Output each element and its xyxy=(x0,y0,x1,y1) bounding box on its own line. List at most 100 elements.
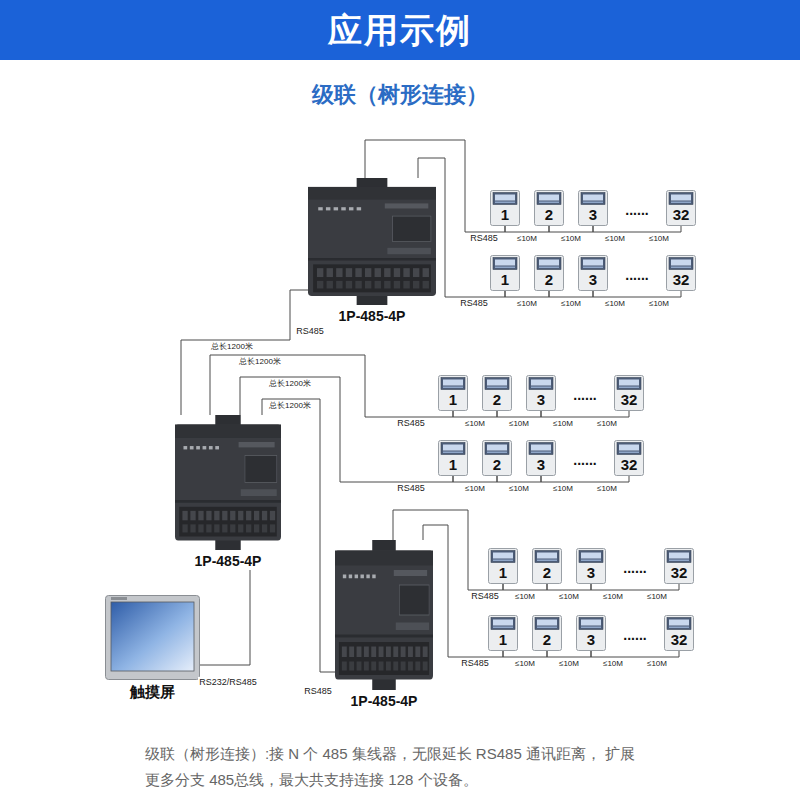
terminal-slot xyxy=(364,662,369,671)
device-screen-strip xyxy=(583,202,603,204)
device-screen xyxy=(493,553,513,559)
connector-label: ≤10M xyxy=(508,419,530,428)
ellipsis-mark: ...... xyxy=(572,452,597,468)
distance-label: ≤10M xyxy=(596,419,618,428)
connector-label-box: ≤10M xyxy=(552,412,574,430)
screen-bezel xyxy=(106,596,200,680)
device-casing xyxy=(527,441,556,476)
meter-device: 32 xyxy=(614,440,644,476)
terminal-slot xyxy=(190,511,195,520)
device-screen xyxy=(531,380,551,386)
connector-label-box: ≤10M xyxy=(602,585,624,603)
device-number: 2 xyxy=(493,391,501,409)
terminal-slot xyxy=(357,662,362,671)
device-screen xyxy=(619,380,639,386)
device-screen xyxy=(493,620,513,626)
device-casing xyxy=(533,616,562,651)
device-number: 3 xyxy=(587,631,595,649)
terminal-slot xyxy=(198,511,203,520)
terminal-slot xyxy=(262,524,267,532)
meter-device: 32 xyxy=(666,190,696,226)
connector-line xyxy=(547,584,591,590)
terminal-slot xyxy=(317,281,323,289)
terminal-slot xyxy=(379,647,384,658)
device-casing xyxy=(665,549,694,584)
device-number: 1 xyxy=(501,271,509,289)
device-screen-strip xyxy=(583,267,603,269)
connector-label: ≤10M xyxy=(552,484,574,493)
module-led xyxy=(360,575,363,579)
terminal-slot xyxy=(371,662,376,671)
connector-label: ≤10M xyxy=(558,592,580,601)
module-name: 1P-485-4P xyxy=(351,692,418,710)
connector-label-box: ≤10M xyxy=(602,652,624,670)
device-screen-strip xyxy=(537,627,557,629)
connector-label-box: ≤10M xyxy=(558,585,580,603)
device-casing xyxy=(535,191,564,226)
device-screen-strip xyxy=(539,267,559,269)
device-screen-frame xyxy=(617,443,641,455)
terminal-slot xyxy=(336,268,342,277)
device-number: 1 xyxy=(499,631,507,649)
meter-device: 3 xyxy=(576,615,606,651)
meter-device: 1 xyxy=(490,190,520,226)
device-screen xyxy=(581,553,601,559)
device-casing xyxy=(577,549,606,584)
terminal-slot xyxy=(270,524,275,532)
device-screen xyxy=(671,195,691,201)
module-led xyxy=(326,207,330,210)
meter-device: 2 xyxy=(534,255,564,291)
device-number: 32 xyxy=(621,456,638,474)
module-name: 1P-485-4P xyxy=(339,307,406,325)
device-screen-frame xyxy=(491,618,515,630)
device-screen xyxy=(495,260,515,266)
device-casing xyxy=(483,376,512,411)
device-casing xyxy=(579,256,608,291)
device-number: 32 xyxy=(671,564,688,582)
module-badge xyxy=(241,489,277,496)
connector-label: RS485 xyxy=(469,233,499,243)
caption-text: 级联（树形连接）:接 N 个 485 集线器，无限延长 RS485 通讯距离， … xyxy=(145,741,645,793)
distance-label: ≤10M xyxy=(596,484,618,493)
terminal-slot xyxy=(423,268,429,277)
terminal-slot xyxy=(342,662,347,671)
header-band: 应用示例 xyxy=(0,0,800,60)
connector-label: RS485 xyxy=(459,298,489,308)
connector-label-box: ≤10M xyxy=(558,652,580,670)
connector-line xyxy=(591,651,679,657)
module-cover xyxy=(400,585,429,615)
label-box: ...... xyxy=(622,626,647,644)
device-screen-strip xyxy=(531,452,551,454)
device-screen-frame xyxy=(579,618,603,630)
terminal-slot xyxy=(384,268,390,277)
meter-device: 1 xyxy=(438,440,468,476)
device-casing xyxy=(667,191,696,226)
connector-label-box: ≤10M xyxy=(516,292,538,310)
meter-device: 2 xyxy=(482,440,512,476)
meter-device: 2 xyxy=(532,615,562,651)
device-casing xyxy=(439,376,468,411)
device-number: 1 xyxy=(501,206,509,224)
module-top xyxy=(335,551,433,566)
device-screen xyxy=(495,195,515,201)
device-casing xyxy=(615,441,644,476)
module-cover xyxy=(245,456,277,483)
device-number: 32 xyxy=(673,271,690,289)
meter-device: 2 xyxy=(534,190,564,226)
device-screen-strip xyxy=(671,267,691,269)
connector-line xyxy=(453,411,497,417)
device-screen-frame xyxy=(667,618,691,630)
terminal-slot xyxy=(408,647,413,658)
meter-device: 32 xyxy=(614,375,644,411)
terminal-slot xyxy=(423,647,428,658)
ellipsis-mark: ...... xyxy=(624,202,649,218)
connector-label: ≤10M xyxy=(516,234,538,243)
connector-line xyxy=(593,291,681,297)
device-number: 2 xyxy=(543,631,551,649)
terminal-slot xyxy=(206,511,211,520)
device-casing xyxy=(527,376,556,411)
device-screen xyxy=(583,260,603,266)
device-screen-frame xyxy=(537,193,561,205)
ellipsis-mark: ...... xyxy=(624,267,649,283)
